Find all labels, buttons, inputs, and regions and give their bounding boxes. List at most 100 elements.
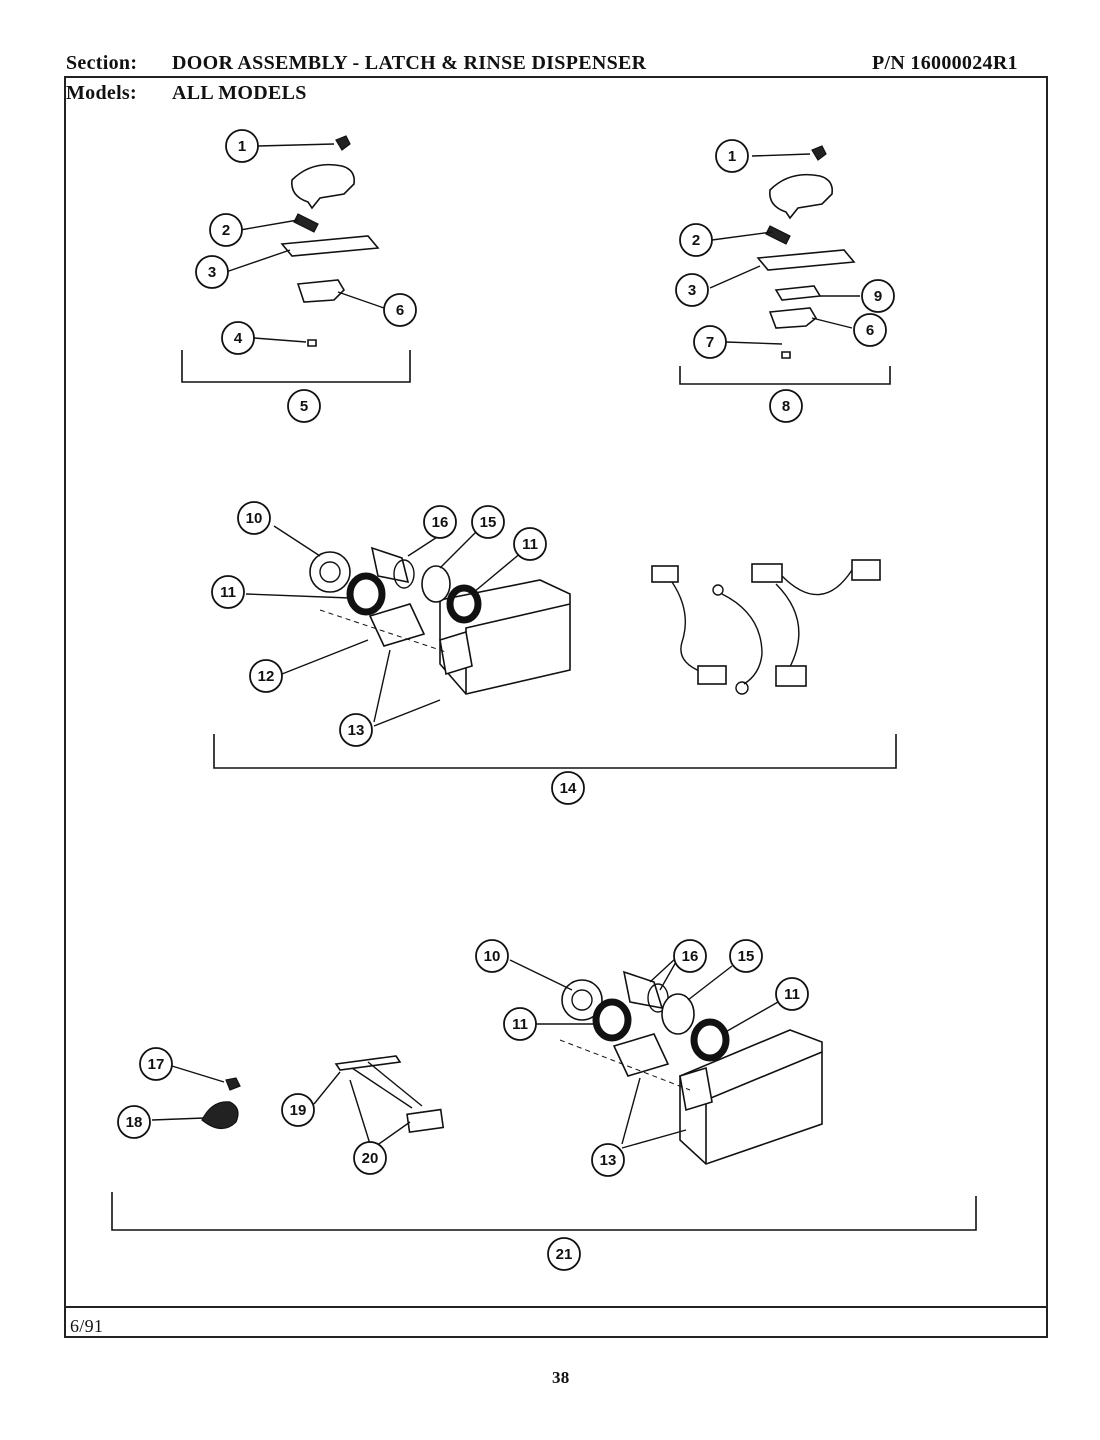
callout-number: 6 <box>396 302 404 319</box>
latch-plate-3b <box>756 249 856 271</box>
callout-17: 17 <box>139 1047 173 1081</box>
latch-lever-b <box>769 173 834 220</box>
seal-ring-15b <box>661 993 695 1035</box>
connector-b1 <box>751 563 783 583</box>
callout-8: 8 <box>769 389 803 423</box>
callout-1: 1 <box>225 129 259 163</box>
actuator-12 <box>368 603 426 647</box>
callout-number: 6 <box>866 322 874 339</box>
latch-plate-3a <box>280 235 380 257</box>
callout-5: 5 <box>287 389 321 423</box>
models-label: Models: <box>66 82 137 104</box>
screw-part-17 <box>225 1077 241 1091</box>
callout-2: 2 <box>209 213 243 247</box>
callout-15: 15 <box>729 939 763 973</box>
bracket-14 <box>213 734 897 769</box>
callout-number: 7 <box>706 334 714 351</box>
callout-number: 11 <box>512 1016 528 1033</box>
spring-part-2b <box>765 225 791 245</box>
callout-number: 10 <box>484 948 501 965</box>
diagram-frame <box>64 76 1048 1338</box>
section-title: DOOR ASSEMBLY - LATCH & RINSE DISPENSER <box>172 52 647 74</box>
gasket-11d <box>690 1018 730 1062</box>
callout-number: 9 <box>874 288 882 305</box>
callout-20: 20 <box>353 1141 387 1175</box>
knob-part-18 <box>201 1101 239 1130</box>
callout-number: 19 <box>290 1102 307 1119</box>
callout-number: 20 <box>362 1150 379 1167</box>
callout-number: 15 <box>738 948 755 965</box>
callout-number: 1 <box>728 148 736 165</box>
gasket-11a <box>346 572 386 616</box>
callout-number: 2 <box>222 222 230 239</box>
rinse-dispenser-assembly-21 <box>111 957 977 1231</box>
callout-13: 13 <box>339 713 373 747</box>
callout-number: 11 <box>784 986 800 1003</box>
callout-19: 19 <box>281 1093 315 1127</box>
screw-part-1b <box>811 145 827 161</box>
callout-11: 11 <box>211 575 245 609</box>
callout-number: 11 <box>220 584 236 601</box>
callout-11: 11 <box>513 527 547 561</box>
callout-2: 2 <box>679 223 713 257</box>
callout-3: 3 <box>195 255 229 289</box>
seal-ring-15a <box>421 565 451 603</box>
callout-13: 13 <box>591 1143 625 1177</box>
callout-number: 14 <box>560 780 577 797</box>
callout-number: 16 <box>432 514 449 531</box>
rinse-dispenser-assembly-14 <box>213 525 897 769</box>
callout-7: 7 <box>693 325 727 359</box>
callout-number: 13 <box>600 1152 617 1169</box>
actuator-13b <box>612 1033 670 1077</box>
models-value: ALL MODELS <box>172 82 307 104</box>
callout-number: 10 <box>246 510 263 527</box>
latch-assembly-right <box>679 145 891 385</box>
callout-number: 21 <box>556 1246 573 1263</box>
callout-number: 11 <box>522 536 538 553</box>
callout-number: 5 <box>300 398 308 415</box>
callout-number: 1 <box>238 138 246 155</box>
latch-block-6a <box>296 279 346 303</box>
callout-number: 3 <box>208 264 216 281</box>
part-number: P/N 16000024R1 <box>872 52 1018 74</box>
callout-1: 1 <box>715 139 749 173</box>
bracket-5 <box>181 350 411 383</box>
callout-number: 3 <box>688 282 696 299</box>
actuator-13c <box>679 1066 713 1112</box>
dispenser-cap-10a <box>309 551 351 593</box>
callout-15: 15 <box>471 505 505 539</box>
actuator-13a <box>439 630 473 676</box>
washer-part-4a <box>307 339 317 347</box>
callout-14: 14 <box>551 771 585 805</box>
latch-assembly-left <box>181 135 411 383</box>
connector-b2 <box>851 559 881 581</box>
latch-block-6b <box>768 307 818 329</box>
latch-block-9 <box>774 285 822 301</box>
dispenser-body-16a <box>370 546 410 584</box>
gasket-11b <box>446 584 482 624</box>
callout-6: 6 <box>383 293 417 327</box>
callout-number: 2 <box>692 232 700 249</box>
callout-3: 3 <box>675 273 709 307</box>
callout-number: 16 <box>682 948 699 965</box>
bracket-21 <box>111 1192 977 1231</box>
callout-6: 6 <box>853 313 887 347</box>
callout-12: 12 <box>249 659 283 693</box>
callout-4: 4 <box>221 321 255 355</box>
section-label: Section: <box>66 52 138 74</box>
latch-lever-a <box>291 163 356 210</box>
connector-part-20 <box>406 1108 445 1134</box>
callout-18: 18 <box>117 1105 151 1139</box>
callout-11: 11 <box>775 977 809 1011</box>
washer-part-7 <box>781 351 791 359</box>
callout-10: 10 <box>237 501 271 535</box>
callout-number: 15 <box>480 514 497 531</box>
callout-9: 9 <box>861 279 895 313</box>
callout-number: 13 <box>348 722 365 739</box>
connector-a1 <box>651 565 679 583</box>
footer-date: 6/91 <box>70 1316 104 1336</box>
callout-number: 8 <box>782 398 790 415</box>
callout-16: 16 <box>423 505 457 539</box>
